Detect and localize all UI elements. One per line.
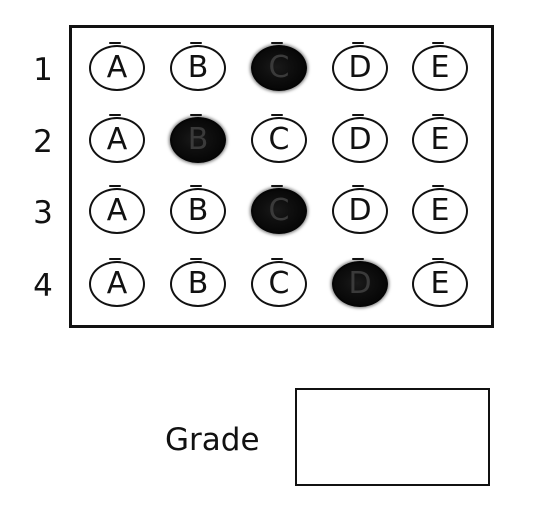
bubble-letter: A: [106, 266, 128, 301]
bubble-letter: B: [187, 266, 209, 301]
answer-bubble-1-A[interactable]: A: [89, 42, 145, 91]
grade-box[interactable]: [295, 388, 490, 486]
row-number-1: 1: [33, 52, 53, 88]
bubble-letter: E: [430, 122, 450, 157]
bubble-letter: A: [106, 122, 128, 157]
row-number-3: 3: [33, 195, 53, 231]
bubble-letter: D: [348, 50, 372, 85]
bubble-letter: A: [106, 193, 128, 228]
bubble-letter: B: [187, 193, 209, 228]
answer-bubble-2-D[interactable]: D: [332, 114, 388, 163]
answer-bubble-4-A[interactable]: A: [89, 258, 145, 307]
bubble-letter: C: [268, 266, 290, 301]
bubble-letter: E: [430, 193, 450, 228]
answer-bubble-2-E[interactable]: E: [412, 114, 468, 163]
bubble-letter: C: [268, 193, 290, 228]
answer-bubble-4-C[interactable]: C: [251, 258, 307, 307]
bubble-letter: B: [187, 122, 209, 157]
row-number-2: 2: [33, 124, 53, 160]
answer-bubble-3-E[interactable]: E: [412, 185, 468, 234]
answer-bubble-4-D[interactable]: D: [332, 258, 388, 307]
bubble-letter: C: [268, 50, 290, 85]
answer-bubble-1-C[interactable]: C: [251, 42, 307, 91]
answer-sheet-frame: [69, 25, 494, 328]
bubble-letter: C: [268, 122, 290, 157]
answer-bubble-3-B[interactable]: B: [170, 185, 226, 234]
row-number-4: 4: [33, 268, 53, 304]
answer-bubble-2-A[interactable]: A: [89, 114, 145, 163]
answer-bubble-1-B[interactable]: B: [170, 42, 226, 91]
bubble-letter: A: [106, 50, 128, 85]
bubble-letter: D: [348, 193, 372, 228]
grade-label: Grade: [165, 422, 260, 458]
answer-bubble-2-B[interactable]: B: [170, 114, 226, 163]
answer-bubble-3-A[interactable]: A: [89, 185, 145, 234]
answer-bubble-1-E[interactable]: E: [412, 42, 468, 91]
bubble-letter: E: [430, 266, 450, 301]
answer-bubble-4-E[interactable]: E: [412, 258, 468, 307]
answer-bubble-1-D[interactable]: D: [332, 42, 388, 91]
bubble-letter: B: [187, 50, 209, 85]
answer-bubble-4-B[interactable]: B: [170, 258, 226, 307]
answer-bubble-2-C[interactable]: C: [251, 114, 307, 163]
bubble-letter: D: [348, 266, 372, 301]
answer-bubble-3-D[interactable]: D: [332, 185, 388, 234]
bubble-letter: D: [348, 122, 372, 157]
bubble-letter: E: [430, 50, 450, 85]
answer-bubble-3-C[interactable]: C: [251, 185, 307, 234]
